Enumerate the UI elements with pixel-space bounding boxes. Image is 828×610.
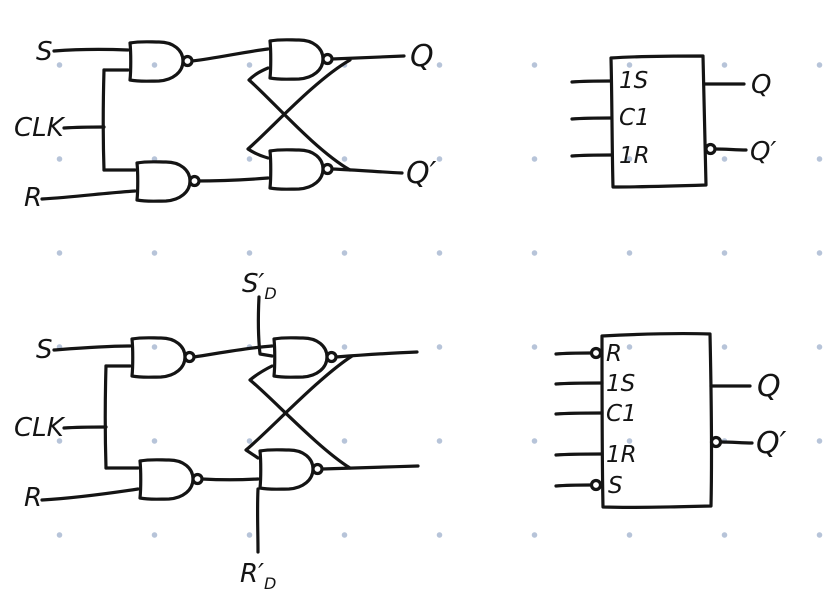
label-output-q: Q: [757, 369, 781, 404]
inverter-bubble: [191, 472, 204, 486]
wire: [52, 47, 130, 53]
label-input-clk: CLK: [14, 113, 66, 143]
wire: [190, 47, 270, 63]
pin-label-1s: 1S: [619, 68, 648, 94]
inverter-bubble: [709, 435, 723, 449]
pin-label-s: S: [608, 473, 623, 499]
symbol-box: [609, 54, 708, 189]
pin-label-1r: 1R: [619, 143, 650, 169]
wire: [200, 477, 260, 482]
feedback-wire: [246, 58, 352, 160]
inverter-bubble: [188, 174, 201, 188]
async-set-wire: [256, 295, 274, 358]
wire: [62, 125, 106, 130]
bottom-left-gate-circuit: S′D S CLK R R′D: [14, 269, 420, 593]
label-input-r: R: [24, 183, 42, 213]
wire: [320, 464, 420, 471]
pin-wire: [554, 483, 593, 488]
inverter-bubble: [589, 478, 603, 492]
pin-wire: [554, 452, 604, 457]
pin-label-r: R: [606, 341, 622, 367]
nand-gate: [268, 148, 325, 191]
pin-wire: [570, 153, 613, 158]
inverter-bubble: [589, 346, 603, 360]
pin-wire: [554, 351, 593, 356]
top-left-gate-circuit: S CLK R Q Q′: [14, 37, 437, 213]
pin-wire: [554, 411, 604, 416]
pin-label-c1: C1: [619, 105, 650, 131]
top-right-block-symbol: 1S C1 1R Q Q′: [570, 54, 776, 189]
inverter-bubble: [183, 350, 196, 364]
wire: [192, 176, 270, 183]
wire: [192, 344, 274, 359]
wire: [52, 344, 132, 352]
wire: [103, 364, 108, 470]
wire: [330, 54, 406, 61]
wire: [330, 167, 404, 175]
nand-gate: [258, 448, 315, 491]
label-input-s: S: [36, 335, 53, 365]
label-output-q-bar: Q′: [756, 426, 787, 461]
symbol-box: [600, 332, 714, 510]
wire: [40, 487, 140, 502]
label-output-q: Q: [751, 70, 771, 100]
feedback-wire: [248, 364, 352, 470]
feedback-wire: [244, 354, 354, 460]
pin-wire: [570, 79, 613, 84]
wire: [101, 68, 106, 172]
inverter-bubble: [321, 52, 334, 66]
label-input-clk: CLK: [14, 413, 66, 443]
nand-gate: [268, 38, 325, 81]
wire: [40, 189, 137, 201]
inverter-bubble: [321, 162, 334, 176]
pin-wire: [713, 147, 748, 152]
pin-wire: [719, 440, 754, 445]
feedback-wire: [247, 66, 352, 172]
label-input-r: R: [24, 483, 42, 513]
inverter-bubble: [311, 462, 324, 476]
wire: [62, 425, 108, 430]
label-output-q-bar: Q′: [750, 137, 776, 167]
pin-wire: [554, 381, 604, 386]
inverter-bubble: [181, 54, 194, 68]
nand-gate: [135, 160, 192, 203]
pin-wire: [570, 116, 613, 121]
nand-gate: [138, 458, 195, 501]
bottom-right-block-symbol: R 1S C1 1R S Q Q′: [554, 332, 787, 510]
pin-label-1r: 1R: [606, 442, 637, 468]
label-output-q: Q: [410, 39, 434, 74]
wire: [334, 350, 419, 359]
nand-gate: [272, 336, 329, 379]
label-input-s: S: [36, 37, 53, 67]
pin-label-1s: 1S: [606, 371, 635, 397]
pin-label-c1: C1: [606, 401, 637, 427]
label-async-reset: R′D: [240, 559, 276, 593]
inverter-bubble: [325, 350, 338, 364]
label-async-set: S′D: [242, 269, 277, 303]
label-output-q-bar: Q′: [406, 156, 437, 191]
nand-gate: [130, 336, 187, 379]
nand-gate: [128, 40, 185, 83]
